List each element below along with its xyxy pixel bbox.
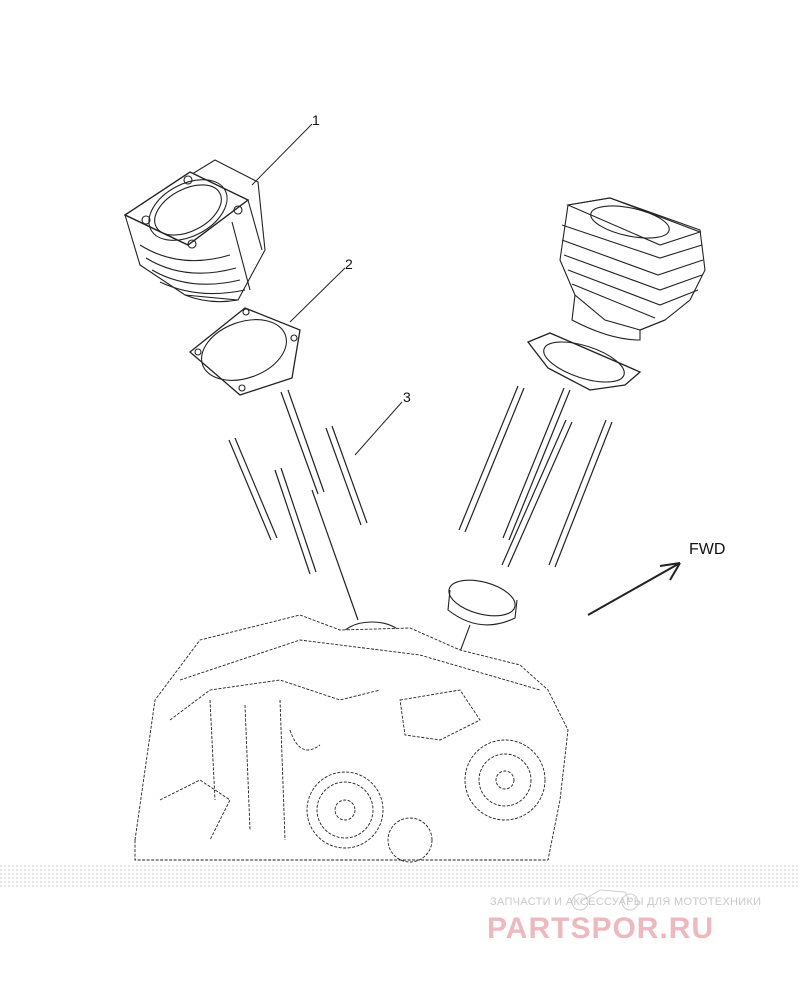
rear-cylinder xyxy=(559,197,706,341)
rear-cylinder-gasket xyxy=(526,332,642,391)
ground-band xyxy=(0,865,800,887)
watermark-tagline: ЗАПЧАСТИ И АКСЕССУАРЫ ДЛЯ МОТОТЕХНИКИ xyxy=(490,896,762,908)
watermark-bike-icon xyxy=(571,889,639,911)
fwd-label: FWD xyxy=(689,541,726,558)
left-pushrods xyxy=(228,389,368,621)
leader-1 xyxy=(251,123,313,186)
callout-3: 3 xyxy=(403,389,411,405)
callout-1: 1 xyxy=(312,112,320,128)
rear-piston xyxy=(447,579,518,666)
forward-arrow xyxy=(587,562,681,616)
leader-3 xyxy=(354,401,403,456)
watermark-logo-text: PARTSPOR.RU xyxy=(487,912,714,945)
front-cylinder xyxy=(123,159,266,303)
watermark-logo: PARTSPOR.RU xyxy=(487,912,714,945)
callout-2: 2 xyxy=(345,256,353,272)
leader-2 xyxy=(289,267,346,323)
crankcase xyxy=(134,614,569,863)
leader-lines xyxy=(251,123,403,456)
right-pushrods xyxy=(458,385,613,568)
front-cylinder-gasket xyxy=(188,307,301,396)
